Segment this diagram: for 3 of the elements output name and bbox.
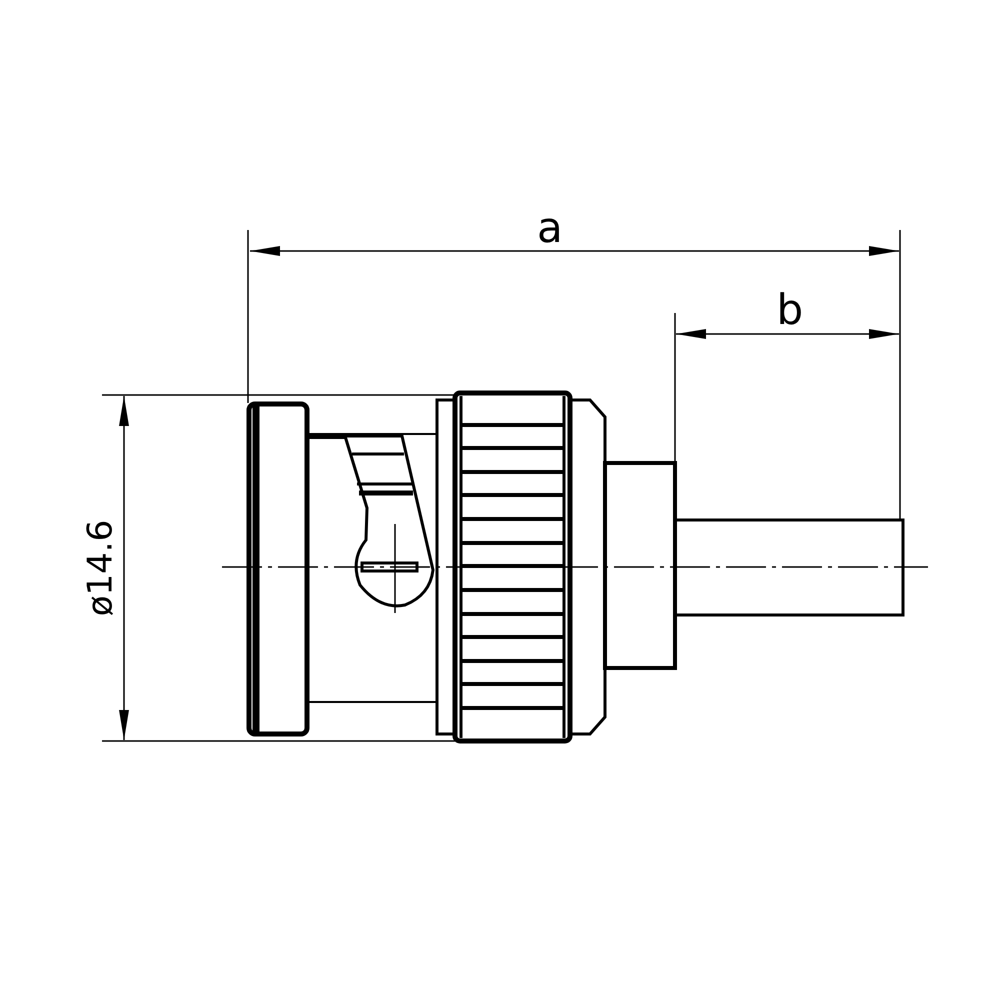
dimension-label: ø14.6 [82, 520, 117, 616]
dimension-label: b [776, 289, 804, 331]
dimension-label: a [537, 207, 563, 249]
